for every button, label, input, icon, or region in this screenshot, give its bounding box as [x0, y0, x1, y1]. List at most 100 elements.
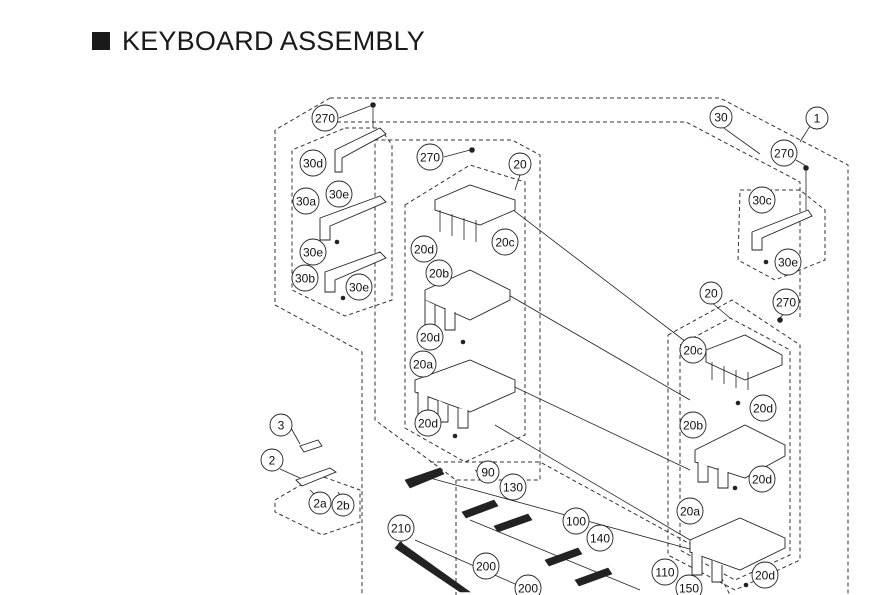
callout-label: 30: [714, 111, 728, 125]
callout-circle: [751, 561, 779, 589]
callout-circle: [425, 259, 453, 287]
part-30d-bracket: [334, 102, 387, 173]
callout-label: 20a: [413, 358, 433, 372]
callout-circle: [299, 238, 327, 266]
callout-label: 270: [774, 147, 794, 161]
callout-circle: [308, 491, 332, 515]
callout-20c: 20c: [679, 336, 707, 364]
callout-label: 20d: [414, 243, 434, 257]
callout-label: 20: [513, 158, 527, 172]
callout-140: 140: [586, 524, 614, 552]
part-2a-2b-bracket: [295, 467, 337, 487]
callout-circle: [499, 473, 527, 501]
part-3-plate: [299, 439, 323, 453]
callout-label: 30e: [329, 188, 349, 202]
callout-circle: [651, 558, 679, 586]
part-hammer-cluster: [404, 467, 613, 587]
callout-circle: [472, 552, 500, 580]
callout-label: 20c: [495, 236, 514, 250]
callout-circle: [416, 323, 444, 351]
callout-20d: 20d: [414, 409, 442, 437]
callout-100: 100: [562, 507, 590, 535]
callout-circle: [331, 493, 355, 517]
part-30a-key: [319, 195, 387, 245]
boundary-bottom: [430, 461, 731, 595]
callout-circle: [772, 288, 800, 316]
callout-circle: [345, 273, 373, 301]
callout-circle: [299, 149, 327, 177]
callout-label: 30a: [296, 195, 316, 209]
callout-label: 20b: [429, 267, 449, 281]
leader-lines: [279, 105, 811, 549]
callout-label: 2a: [313, 497, 327, 511]
callout-label: 20d: [752, 473, 772, 487]
boundary-20-left-inner: [404, 164, 526, 463]
callout-label: 20b: [683, 419, 703, 433]
callout-90: 90: [476, 460, 500, 484]
callout-circle: [774, 248, 802, 276]
callout-circle: [311, 104, 339, 132]
callout-20b: 20b: [679, 411, 707, 439]
part-30c-key: [751, 165, 813, 265]
callout-30e: 30e: [299, 238, 327, 266]
callout-circle: [269, 413, 293, 437]
callout-label: 200: [518, 582, 538, 595]
callout-label: 270: [315, 112, 335, 126]
callout-270: 270: [416, 143, 444, 171]
boundary-20-right: [667, 299, 801, 591]
callout-20d: 20d: [748, 465, 776, 493]
callout-circle: [749, 394, 777, 422]
callout-20: 20: [508, 152, 532, 176]
callout-130: 130: [499, 473, 527, 501]
callout-circle: [770, 139, 798, 167]
callout-2a: 2a: [308, 491, 332, 515]
callout-210: 210: [387, 514, 415, 542]
callout-circle: [387, 514, 415, 542]
callout-20: 20: [699, 281, 723, 305]
callout-label: 110: [655, 566, 674, 580]
callout-20d: 20d: [416, 323, 444, 351]
callout-label: 20: [704, 287, 718, 301]
callout-circle: [416, 143, 444, 171]
callout-20c: 20c: [491, 228, 519, 256]
callout-circle: [491, 228, 519, 256]
callout-30e: 30e: [325, 180, 353, 208]
callout-30b: 30b: [291, 264, 319, 292]
callout-label: 30e: [778, 256, 798, 270]
callout-circle: [679, 411, 707, 439]
callout-30e: 30e: [345, 273, 373, 301]
callout-circle: [805, 106, 829, 130]
callout-label: 30b: [295, 272, 315, 286]
callout-label: 20d: [420, 331, 440, 345]
page-title: KEYBOARD ASSEMBLY: [92, 24, 425, 58]
part-210-rail: [394, 541, 471, 593]
callout-label: 20c: [683, 344, 702, 358]
callout-20d: 20d: [751, 561, 779, 589]
callout-30: 30: [709, 105, 733, 129]
callout-20d: 20d: [749, 394, 777, 422]
callout-label: 270: [420, 151, 440, 165]
callout-circle: [325, 180, 353, 208]
callout-label: 1: [814, 112, 821, 126]
callout-1: 1: [805, 106, 829, 130]
boundary-30: [274, 97, 801, 320]
title-square-icon: [92, 32, 110, 50]
part-30b-key: [324, 251, 387, 301]
boundary-30c: [737, 189, 826, 281]
part-20c-keyset: [434, 147, 516, 242]
part-20c-keyset-right: [705, 317, 783, 406]
callout-30e: 30e: [774, 248, 802, 276]
callout-label: 3: [278, 419, 285, 433]
callout-circle: [699, 281, 723, 305]
callout-label: 30c: [752, 194, 771, 208]
callout-circle: [409, 350, 437, 378]
callout-30d: 30d: [299, 149, 327, 177]
callout-20b: 20b: [425, 259, 453, 287]
callout-circle: [292, 187, 320, 215]
callout-circle: [514, 574, 542, 595]
callout-label: 150: [679, 582, 699, 595]
callout-label: 20d: [753, 402, 773, 416]
callout-label: 30e: [349, 281, 369, 295]
